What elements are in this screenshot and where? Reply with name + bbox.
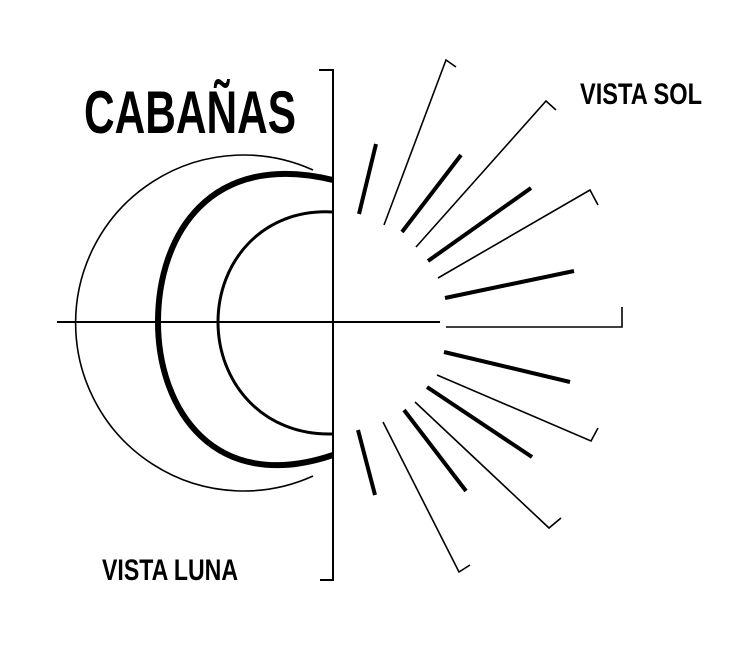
sun-ray bbox=[415, 99, 557, 248]
sun-ray bbox=[414, 401, 562, 530]
sun-ray bbox=[383, 58, 457, 226]
sun-ray bbox=[400, 153, 463, 234]
center-bracket bbox=[319, 69, 334, 581]
sun-ray bbox=[437, 188, 599, 279]
sun-ray bbox=[443, 350, 571, 384]
sun-ray bbox=[444, 269, 575, 300]
sun-ray bbox=[436, 374, 599, 443]
sun-ray bbox=[356, 429, 377, 496]
sun-ray bbox=[426, 186, 533, 263]
sun-ray bbox=[357, 143, 378, 215]
moon-middle-arc bbox=[154, 171, 334, 469]
sun-ray bbox=[446, 307, 623, 328]
logo-title: CABAÑAS bbox=[84, 79, 296, 146]
vista-sol-label: VISTA SOL bbox=[580, 78, 702, 111]
sun-ray bbox=[425, 385, 534, 459]
sun-rays-icon bbox=[356, 58, 623, 574]
vista-luna-label: VISTA LUNA bbox=[102, 554, 238, 587]
sun-ray bbox=[382, 421, 471, 574]
sun-ray bbox=[402, 408, 468, 493]
